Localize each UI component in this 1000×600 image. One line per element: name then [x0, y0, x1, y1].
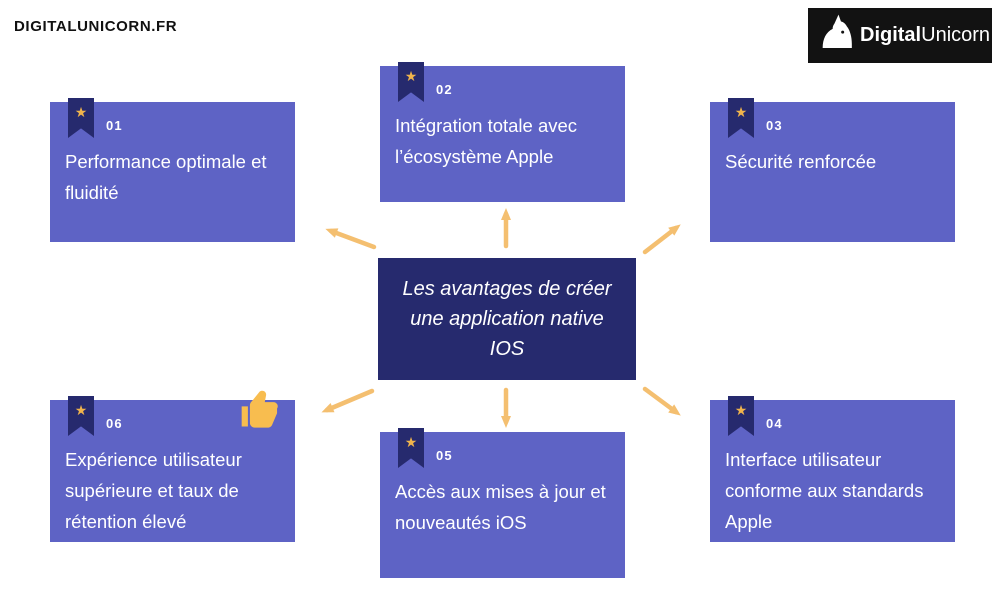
- star-icon: ★: [74, 104, 88, 120]
- ribbon-badge: ★: [68, 396, 94, 436]
- arrow-up-left: [325, 228, 377, 250]
- card-number: 01: [106, 118, 123, 133]
- card-text: Performance optimale et fluidité: [65, 151, 267, 204]
- center-title-box: Les avantages de créer une application n…: [378, 258, 636, 380]
- card-text: Interface utilisateur conforme aux stand…: [725, 449, 924, 533]
- ribbon-badge: ★: [68, 98, 94, 138]
- star-icon: ★: [734, 402, 748, 418]
- card-text: Accès aux mises à jour et nouveautés iOS: [395, 481, 606, 534]
- card-text: Expérience utilisateur supérieure et tau…: [65, 449, 242, 533]
- card-text: Intégration totale avec l’écosystème App…: [395, 115, 578, 168]
- star-icon: ★: [74, 402, 88, 418]
- card-number: 02: [436, 82, 453, 97]
- card-number: 04: [766, 416, 783, 431]
- diagram-title: Les avantages de créer une application n…: [402, 278, 612, 360]
- advantage-card-04: ★ 04 Interface utilisateur conforme aux …: [710, 396, 955, 542]
- logo-text-regular: Unicorn: [921, 24, 991, 46]
- logo-text: DigitalUnicorn: [860, 24, 990, 47]
- star-icon: ★: [734, 104, 748, 120]
- card-text: Sécurité renforcée: [725, 151, 877, 172]
- site-label: DIGITALUNICORN.FR: [14, 18, 178, 35]
- logo-text-bold: Digital: [860, 24, 922, 46]
- unicorn-icon: [816, 13, 856, 58]
- card-number: 06: [106, 416, 123, 431]
- card-number: 05: [436, 448, 453, 463]
- ribbon-badge: ★: [728, 396, 754, 436]
- advantage-card-03: ★ 03 Sécurité renforcée: [710, 98, 955, 242]
- star-icon: ★: [404, 434, 418, 450]
- ribbon-badge: ★: [398, 428, 424, 468]
- card-number: 03: [766, 118, 783, 133]
- ribbon-badge: ★: [398, 62, 424, 102]
- ribbon-badge: ★: [728, 98, 754, 138]
- thumbs-up-icon: [238, 388, 282, 432]
- advantage-card-05: ★ 05 Accès aux mises à jour et nouveauté…: [380, 428, 625, 578]
- arrow-down-left: [321, 388, 375, 413]
- arrow-down-right: [642, 386, 681, 416]
- advantage-card-02: ★ 02 Intégration totale avec l’écosystèm…: [380, 62, 625, 202]
- advantage-card-01: ★ 01 Performance optimale et fluidité: [50, 98, 295, 242]
- star-icon: ★: [404, 68, 418, 84]
- logo: DigitalUnicorn: [808, 8, 992, 63]
- arrow-up-right: [642, 224, 681, 255]
